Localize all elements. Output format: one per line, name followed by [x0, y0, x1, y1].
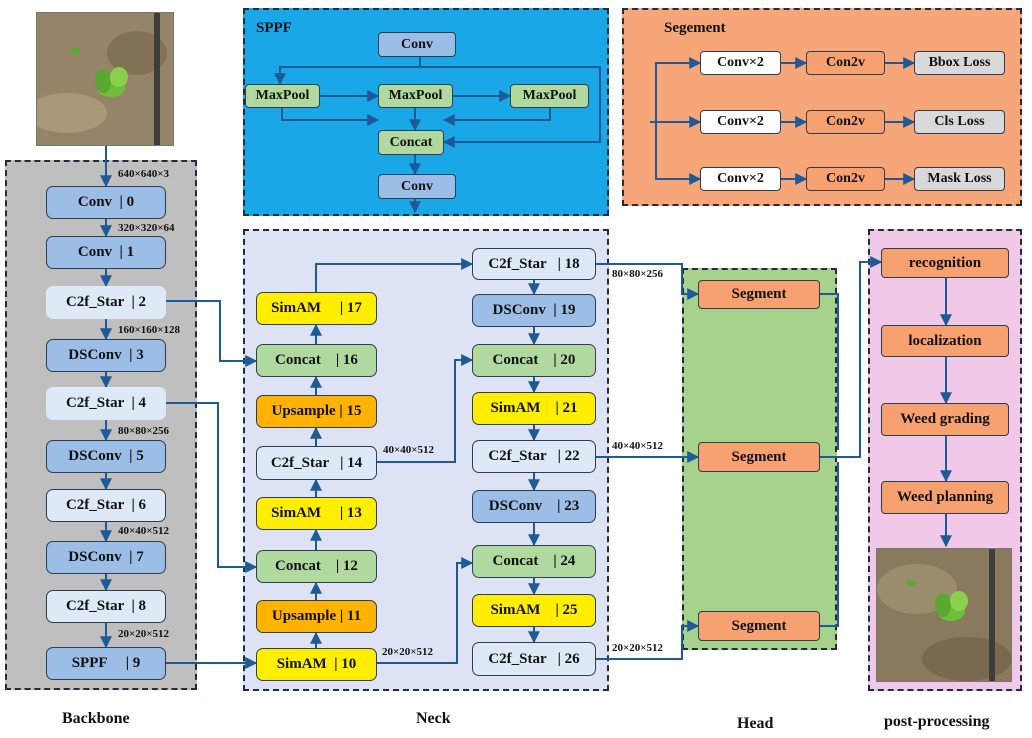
head-segment-1: Segment — [698, 280, 820, 309]
sppf-maxpool-1: MaxPool — [245, 84, 320, 108]
post-step-weed-grading: Weed grading — [881, 403, 1009, 436]
neck-layer-21: SimAM | 21 — [472, 392, 596, 425]
dim-label: 80×80×256 — [612, 268, 664, 280]
input-field-photo — [36, 12, 174, 146]
segement-loss-1: Bbox Loss — [914, 51, 1005, 75]
sppf-title: SPPF — [256, 20, 292, 36]
dim-label: 40×40×512 — [383, 444, 435, 456]
dim-label: 80×80×256 — [118, 425, 170, 437]
dim-label: 40×40×512 — [118, 525, 170, 537]
head-label: Head — [737, 715, 774, 732]
backbone-layer-9: SPPF | 9 — [46, 647, 166, 680]
neck-layer-12: Concat | 12 — [256, 550, 377, 583]
neck-layer-17: SimAM | 17 — [256, 292, 377, 325]
dim-label: 20×20×512 — [612, 642, 664, 654]
neck-layer-15: Upsample | 15 — [256, 395, 377, 428]
neck-layer-20: Concat | 20 — [472, 344, 596, 377]
segement-conv-3: Conv×2 — [700, 167, 781, 191]
neck-layer-13: SimAM | 13 — [256, 497, 377, 530]
sppf-conv-bottom: Conv — [378, 174, 456, 199]
neck-layer-25: SimAM | 25 — [472, 594, 596, 627]
sppf-conv-top: Conv — [378, 32, 456, 57]
backbone-layer-1: Conv | 1 — [46, 236, 166, 269]
segement-con2v-2: Con2v — [806, 110, 885, 134]
post-step-recognition: recognition — [881, 248, 1009, 278]
segement-conv-1: Conv×2 — [700, 51, 781, 75]
neck-layer-19: DSConv | 19 — [472, 294, 596, 327]
neck-label: Neck — [416, 710, 451, 727]
backbone-layer-7: DSConv | 7 — [46, 541, 166, 574]
backbone-layer-8: C2f_Star | 8 — [46, 590, 166, 623]
segement-con2v-1: Con2v — [806, 51, 885, 75]
dim-label: 40×40×512 — [612, 440, 664, 452]
output-field-photo — [876, 548, 1012, 682]
soil-crop-image — [877, 549, 1011, 681]
backbone-layer-5: DSConv | 5 — [46, 440, 166, 473]
neck-layer-23: DSConv | 23 — [472, 490, 596, 523]
backbone-label: Backbone — [62, 710, 130, 727]
head-segment-2: Segment — [698, 442, 820, 472]
post-step-localization: localization — [881, 325, 1009, 357]
neck-layer-18: C2f_Star | 18 — [472, 248, 596, 280]
backbone-layer-3: DSConv | 3 — [46, 339, 166, 372]
neck-layer-24: Concat | 24 — [472, 545, 596, 578]
dim-label: 20×20×512 — [118, 628, 170, 640]
segement-title: Segement — [664, 20, 726, 36]
segement-con2v-3: Con2v — [806, 167, 885, 191]
backbone-layer-6: C2f_Star | 6 — [46, 489, 166, 522]
neck-layer-14: C2f_Star | 14 — [256, 446, 377, 480]
post-step-weed-planning: Weed planning — [881, 481, 1009, 514]
dim-label: 640×640×3 — [118, 168, 170, 180]
neck-layer-22: C2f_Star | 22 — [472, 440, 596, 473]
backbone-layer-0: Conv | 0 — [46, 186, 166, 219]
segement-conv-2: Conv×2 — [700, 110, 781, 134]
neck-layer-26: C2f_Star | 26 — [472, 642, 596, 676]
neck-layer-16: Concat | 16 — [256, 344, 377, 377]
segement-loss-2: Cls Loss — [914, 110, 1005, 134]
sppf-concat: Concat — [378, 130, 444, 155]
dim-label: 320×320×64 — [118, 222, 175, 234]
dim-label: 160×160×128 — [118, 324, 181, 336]
neck-layer-10: SimAM | 10 — [256, 648, 377, 681]
sppf-maxpool-2: MaxPool — [378, 84, 453, 108]
backbone-layer-4: C2f_Star | 4 — [46, 387, 166, 420]
neck-layer-11: Upsample | 11 — [256, 600, 377, 633]
segement-loss-3: Mask Loss — [914, 167, 1005, 191]
dim-label: 20×20×512 — [382, 646, 434, 658]
post-processing-label: post-processing — [884, 713, 990, 730]
backbone-layer-2: C2f_Star | 2 — [46, 286, 166, 319]
head-segment-3: Segment — [698, 611, 820, 641]
soil-crop-image — [37, 13, 173, 145]
sppf-maxpool-3: MaxPool — [510, 84, 589, 108]
